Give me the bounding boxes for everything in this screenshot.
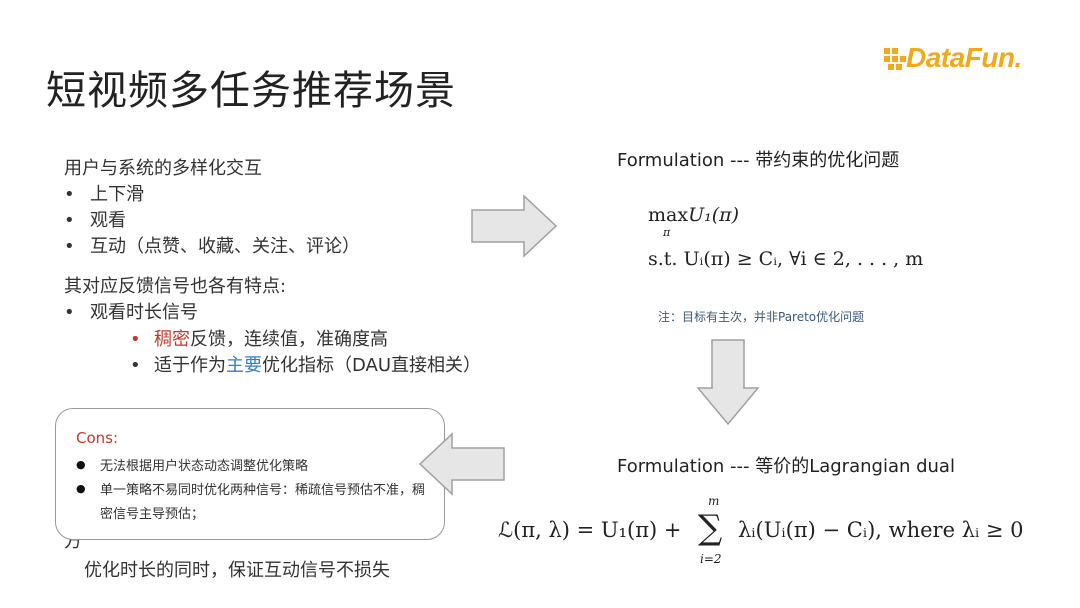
lagrangian-sum-lower: i=2 — [700, 552, 722, 566]
interaction-list: 上下滑 观看 互动（点赞、收藏、关注、评论） — [64, 182, 504, 260]
lagrangian-sum-upper: m — [708, 494, 720, 508]
lagrangian-rhs: λᵢ(Uᵢ(π) − Cᵢ), where λᵢ ≥ 0 — [738, 518, 1024, 542]
list-item: 互动（点赞、收藏、关注、评论） — [64, 234, 504, 260]
slide-title: 短视频多任务推荐场景 — [46, 68, 456, 114]
equation-constraint: s.t. Uᵢ(π) ≥ Cᵢ, ∀i ∈ 2, . . . , m — [648, 248, 924, 270]
left-content: 用户与系统的多样化交互 上下滑 观看 互动（点赞、收藏、关注、评论） 其对应反馈… — [64, 156, 504, 379]
down-arrow-icon — [696, 339, 760, 426]
note-text: 注：目标有主次，并非Pareto优化问题 — [658, 310, 865, 324]
interaction-heading: 用户与系统的多样化交互 — [64, 158, 262, 179]
cons-callout: Cons: 无法根据用户状态动态调整优化策略 单一策略不易同时优化两种信号：稀疏… — [55, 408, 445, 540]
equation-objective: maxU₁(π) — [648, 204, 739, 226]
list-item: 观看时长信号 稠密反馈，连续值，准确度高 适于作为主要优化指标（DAU直接相关） — [64, 300, 504, 378]
left-arrow-icon — [418, 432, 505, 496]
dense-label: 稠密 — [154, 328, 190, 350]
eq-max-subscript: π — [663, 226, 671, 239]
watch-time-sublist: 稠密反馈，连续值，准确度高 适于作为主要优化指标（DAU直接相关） — [90, 327, 504, 379]
formulation-lagrangian: Formulation --- 等价的Lagrangian dual — [617, 456, 955, 477]
list-item: 单一策略不易同时优化两种信号：稀疏信号预估不准，稠密信号主导预估； — [76, 479, 436, 527]
eq-max: max — [648, 204, 689, 226]
watch-time-signal: 观看时长信号 — [90, 302, 198, 324]
right-arrow-icon — [471, 194, 558, 258]
logo-text: DataFun. — [906, 42, 1022, 73]
dense-desc: 反馈，连续值，准确度高 — [190, 328, 388, 350]
lagrangian-lhs: ℒ(π, λ) = U₁(π) + — [498, 518, 682, 542]
datafun-logo: DataFun. — [882, 40, 1042, 82]
goal-line: 优化时长的同时，保证互动信号不损失 — [84, 560, 390, 581]
cons-title: Cons: — [76, 429, 119, 447]
main-desc: 优化指标（DAU直接相关） — [262, 354, 482, 376]
list-item: 适于作为主要优化指标（DAU直接相关） — [130, 353, 504, 379]
main-pre: 适于作为 — [154, 354, 226, 376]
formulation-constrained: Formulation --- 带约束的优化问题 — [617, 150, 900, 171]
main-label: 主要 — [226, 354, 262, 376]
list-item: 观看 — [64, 208, 504, 234]
lagrangian-sum: ∑ — [698, 508, 723, 548]
feedback-list: 观看时长信号 稠密反馈，连续值，准确度高 适于作为主要优化指标（DAU直接相关） — [64, 300, 504, 378]
list-item: 上下滑 — [64, 182, 504, 208]
logo-mark-icon — [884, 48, 906, 70]
list-item: 无法根据用户状态动态调整优化策略 — [76, 455, 436, 479]
feedback-heading: 其对应反馈信号也各有特点: — [64, 276, 287, 298]
eq-objective-term: U₁(π) — [688, 204, 740, 226]
cons-list: 无法根据用户状态动态调整优化策略 单一策略不易同时优化两种信号：稀疏信号预估不准… — [76, 455, 436, 527]
list-item: 稠密反馈，连续值，准确度高 — [130, 327, 504, 353]
